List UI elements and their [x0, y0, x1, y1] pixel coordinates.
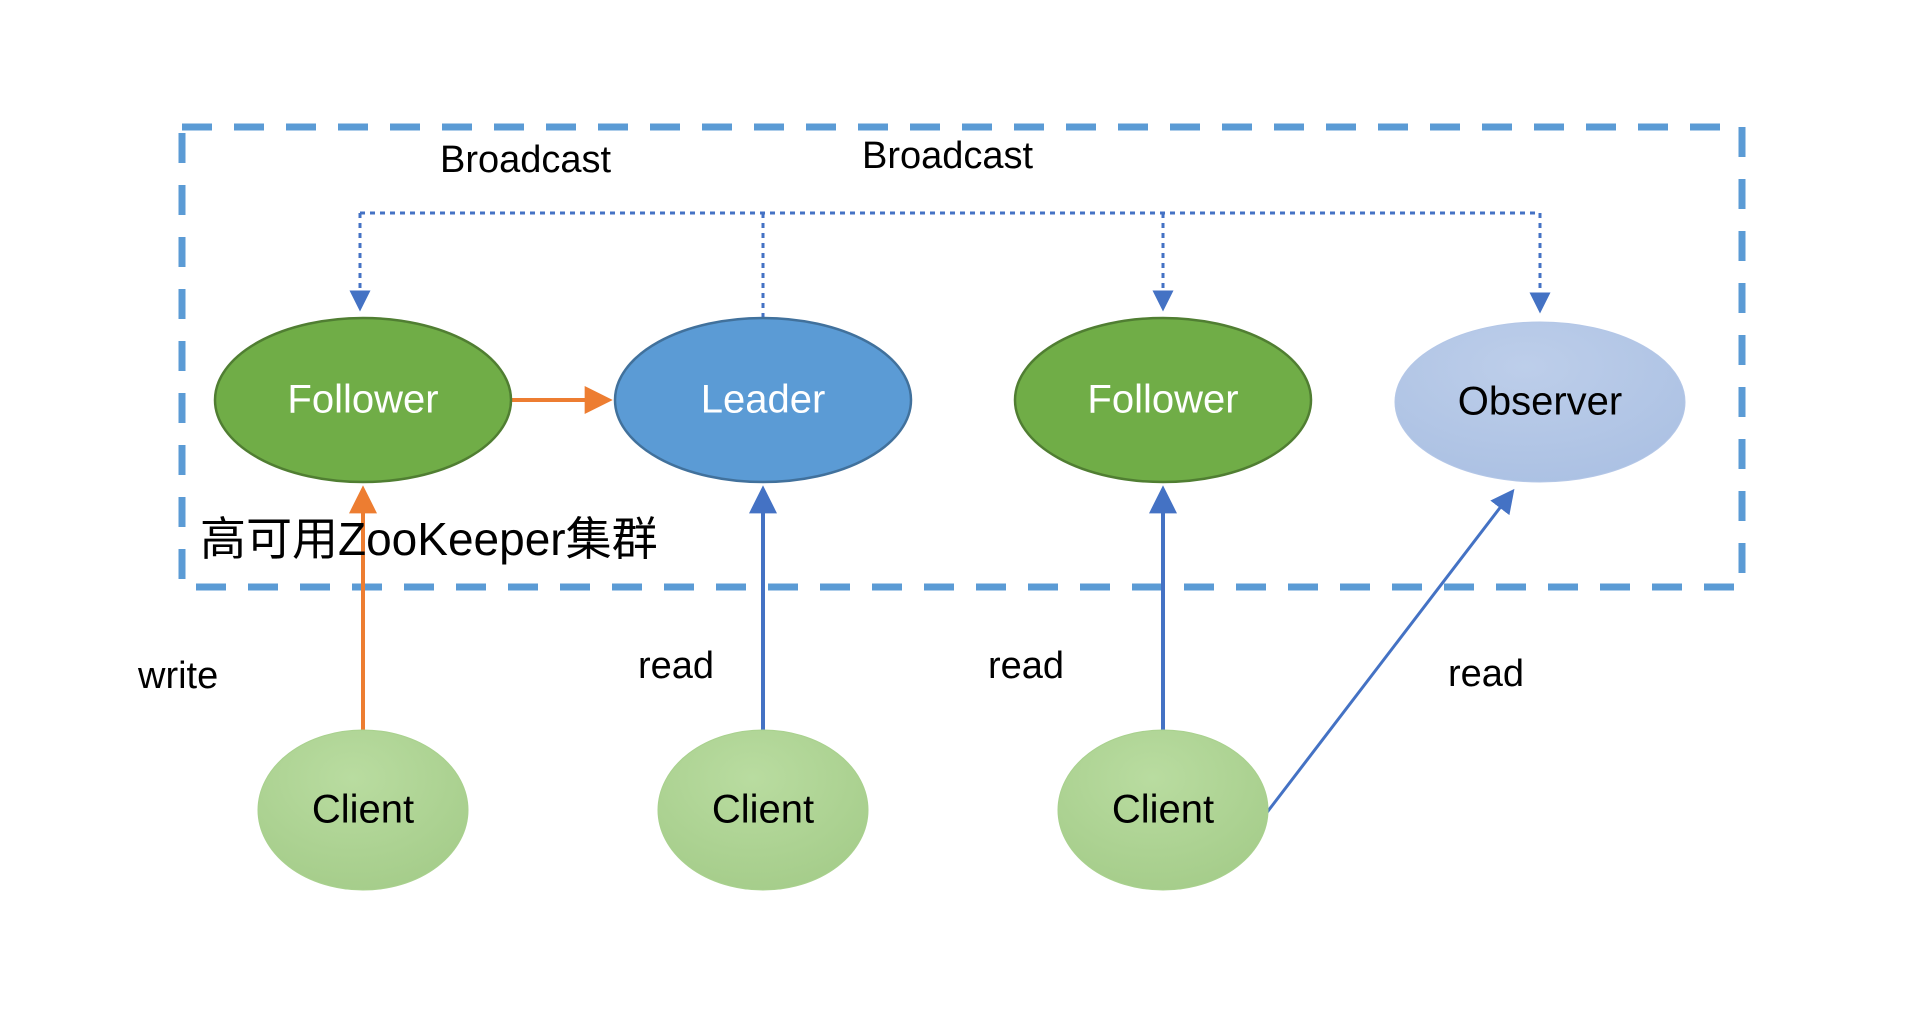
node-follower-left[interactable]: Follower	[213, 316, 513, 484]
observer-label: Observer	[1458, 380, 1623, 424]
node-client-1[interactable]: Client	[257, 729, 469, 891]
label-read-2: read	[988, 645, 1064, 687]
leader-label: Leader	[701, 378, 826, 422]
cluster-boundary	[178, 123, 1746, 591]
node-client-2[interactable]: Client	[657, 729, 869, 891]
label-read-1: read	[638, 645, 714, 687]
client-1-label: Client	[312, 788, 414, 832]
node-client-3[interactable]: Client	[1057, 729, 1269, 891]
follower-left-label: Follower	[287, 378, 438, 422]
node-observer[interactable]: Observer	[1394, 321, 1686, 483]
node-follower-right[interactable]: Follower	[1013, 316, 1313, 484]
edge-read-client3-observer	[1263, 488, 1515, 816]
client-2-shape	[657, 729, 869, 891]
node-leader[interactable]: Leader	[613, 316, 913, 484]
client-3-label: Client	[1112, 788, 1214, 832]
label-read-3: read	[1448, 653, 1524, 695]
label-broadcast-right: Broadcast	[862, 135, 1034, 177]
client-2-label: Client	[712, 788, 814, 832]
cluster-caption: 高可用ZooKeeper集群	[200, 513, 658, 565]
label-write: write	[137, 655, 218, 697]
client-1-shape	[257, 729, 469, 891]
client-3-shape	[1057, 729, 1269, 891]
follower-right-shape	[1013, 316, 1313, 484]
label-broadcast-left: Broadcast	[440, 139, 612, 181]
observer-shape	[1394, 321, 1686, 483]
leader-shape	[613, 316, 913, 484]
follower-left-shape	[213, 316, 513, 484]
follower-right-label: Follower	[1087, 378, 1238, 422]
